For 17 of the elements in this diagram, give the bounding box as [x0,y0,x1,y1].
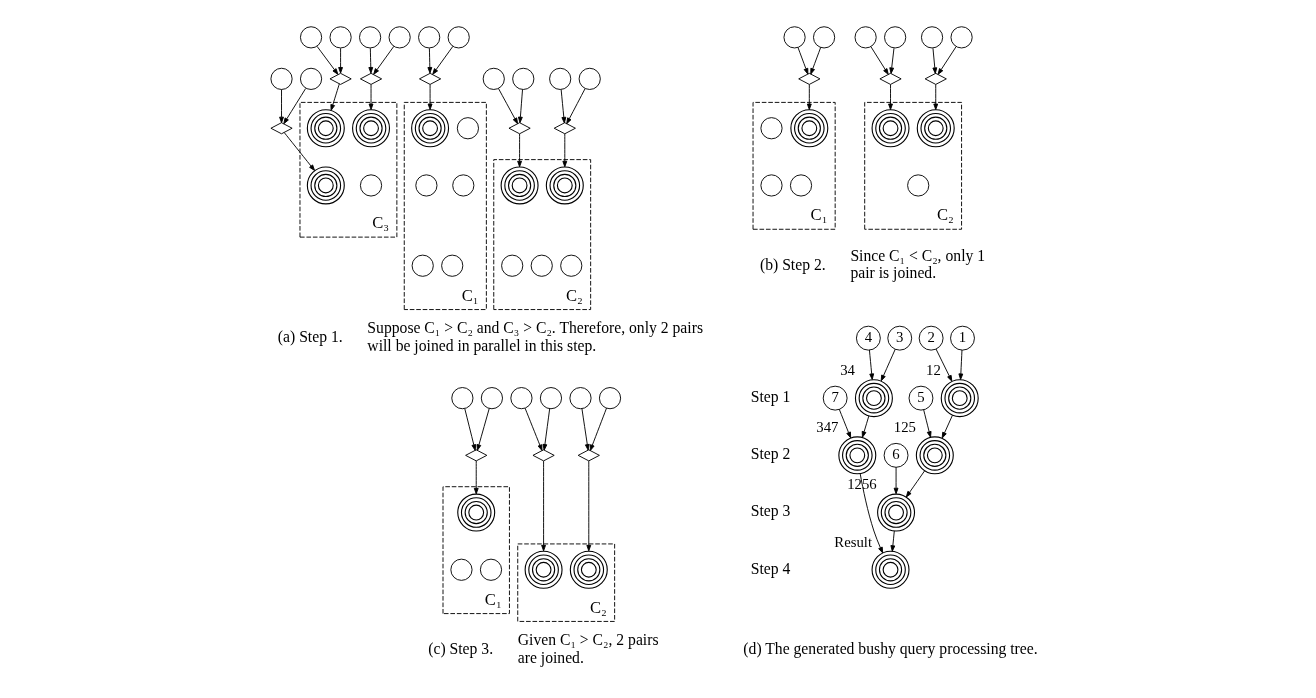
label: Step 4 [750,559,791,577]
node-label: Result [834,533,873,550]
label: (d) The generated bushy query processing tree. [743,639,1038,657]
node-label: 125 [893,419,916,436]
node-label: 347 [816,419,839,436]
label: Step 3 [750,502,791,520]
label: (a) Step 1. [277,327,343,345]
node-label: 34 [840,361,855,378]
label: Step 1 [750,387,791,405]
node-label: 1256 [847,476,877,493]
label: Given C₁ > C₂, 2 pairs are joined. [517,631,659,666]
node-label: 12 [926,361,941,378]
label: (c) Step 3. [428,639,494,657]
label: (b) Step 2. [759,255,826,273]
label: Step 2 [750,445,791,463]
label: Since C₁ < C₂, only 1 pair is joined. [850,246,986,282]
label: Suppose C₁ > C₂ and C₃ > C₂. Therefore, only 2 pairs will be joined in parallel in this step. [367,319,704,354]
